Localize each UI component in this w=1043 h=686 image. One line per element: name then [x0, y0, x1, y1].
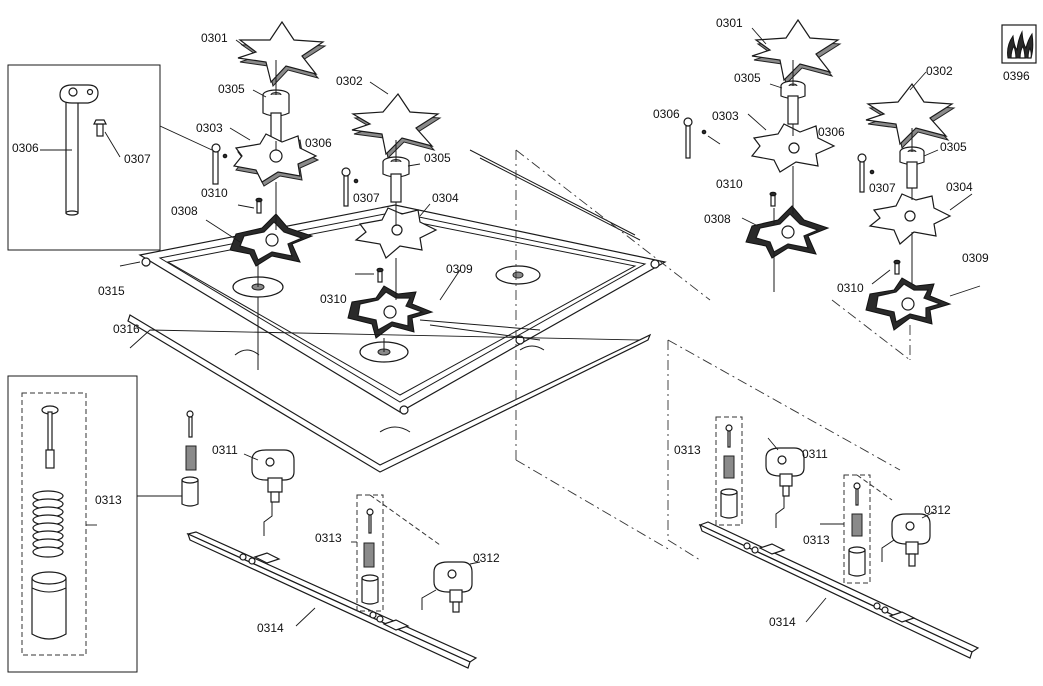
label-0313-right-a: 0313: [674, 443, 701, 457]
cap-0305-right-b: [899, 146, 939, 189]
screw-0310-right-a: [769, 191, 777, 207]
burner-base-0309-left: [347, 269, 461, 339]
label-0306-inset: 0306: [12, 141, 39, 155]
thermocouple-0306-left: [211, 143, 228, 185]
label-0313-right-b: 0313: [803, 533, 830, 547]
label-0310-mid: 0310: [320, 292, 347, 306]
label-0316: 0316: [113, 322, 140, 336]
label-0306-right-a: 0306: [653, 107, 680, 121]
thermocouple-0306-right-a: [683, 117, 721, 159]
spring-0313-left-a: [181, 410, 199, 507]
thermocouple-0306-right-b: [857, 153, 875, 193]
label-0304-right: 0304: [946, 180, 973, 194]
screw-0310-left: [237, 197, 263, 214]
valve-0311-right: [765, 437, 805, 528]
label-0314-left: 0314: [257, 621, 284, 635]
thermocouple-0306-mid: [341, 167, 359, 207]
burner-base-0308-left: [205, 213, 314, 267]
inset-thermocouple: [7, 64, 213, 251]
label-0305-mid: 0305: [424, 151, 451, 165]
burner-0304-right: [868, 193, 973, 245]
label-0305-left: 0305: [218, 82, 245, 96]
burner-0301-left: [235, 20, 327, 88]
label-0311-right: 0311: [802, 447, 828, 461]
label-0310-right-a: 0310: [716, 177, 743, 191]
label-0396: 0396: [1003, 69, 1030, 83]
label-0314-right: 0314: [769, 615, 796, 629]
valve-0312-left: [421, 561, 481, 613]
label-0307-inset: 0307: [124, 152, 151, 166]
label-0302-right: 0302: [926, 64, 953, 78]
screw-0310-mid: [355, 267, 384, 283]
label-0301-right: 0301: [716, 16, 743, 30]
label-0312-left: 0312: [473, 551, 500, 565]
burner-0302-left: [351, 81, 442, 160]
burner-0303-left: [229, 127, 320, 187]
label-0304-left: 0304: [432, 191, 459, 205]
label-0312-right: 0312: [924, 503, 951, 517]
valve-0312-right: [881, 511, 935, 567]
label-0305-right-a: 0305: [734, 71, 761, 85]
rail-0314-left: [186, 531, 478, 669]
label-0308-left: 0308: [171, 204, 198, 218]
flame-symbol-icon: [1001, 24, 1037, 64]
cap-0305-right-a: [769, 80, 806, 125]
cap-0305-left: [252, 89, 290, 142]
burner-0301-right: [751, 18, 842, 86]
label-0307-mid: 0307: [353, 191, 380, 205]
spring-0313-right-b: [820, 474, 871, 584]
label-0313-inset: 0313: [95, 493, 122, 507]
screw-0310-right-b: [871, 259, 901, 285]
label-0313-left: 0313: [315, 531, 342, 545]
spring-0313-left-b: [351, 494, 384, 612]
burner-base-0309-right: [865, 277, 981, 331]
burner-0303-right: [747, 113, 836, 173]
label-0310-right-b: 0310: [837, 281, 864, 295]
burner-0304-left: [354, 203, 438, 259]
label-0303-left: 0303: [196, 121, 223, 135]
label-0301-left: 0301: [201, 31, 228, 45]
inset-valve-parts: [7, 375, 183, 673]
label-0302-left: 0302: [336, 74, 363, 88]
label-0308-right: 0308: [704, 212, 731, 226]
label-0306-mid: 0306: [305, 136, 332, 150]
label-0310-left: 0310: [201, 186, 228, 200]
burner-0302-right: [865, 71, 956, 150]
label-0306-right-b: 0306: [818, 125, 845, 139]
label-0307-right: 0307: [869, 181, 896, 195]
label-0311-left: 0311: [212, 443, 238, 457]
label-0309-right: 0309: [962, 251, 989, 265]
label-0309-left: 0309: [446, 262, 473, 276]
burner-base-0308-right: [741, 205, 830, 259]
spring-0313-right-a: [715, 416, 743, 526]
label-0303-right: 0303: [712, 109, 739, 123]
valve-0311-left: [243, 449, 295, 536]
label-0315: 0315: [98, 284, 125, 298]
label-0305-right-b: 0305: [940, 140, 967, 154]
cap-0305-mid: [382, 156, 421, 203]
spring-large: [32, 490, 64, 558]
rail-0314-right: [698, 521, 980, 659]
